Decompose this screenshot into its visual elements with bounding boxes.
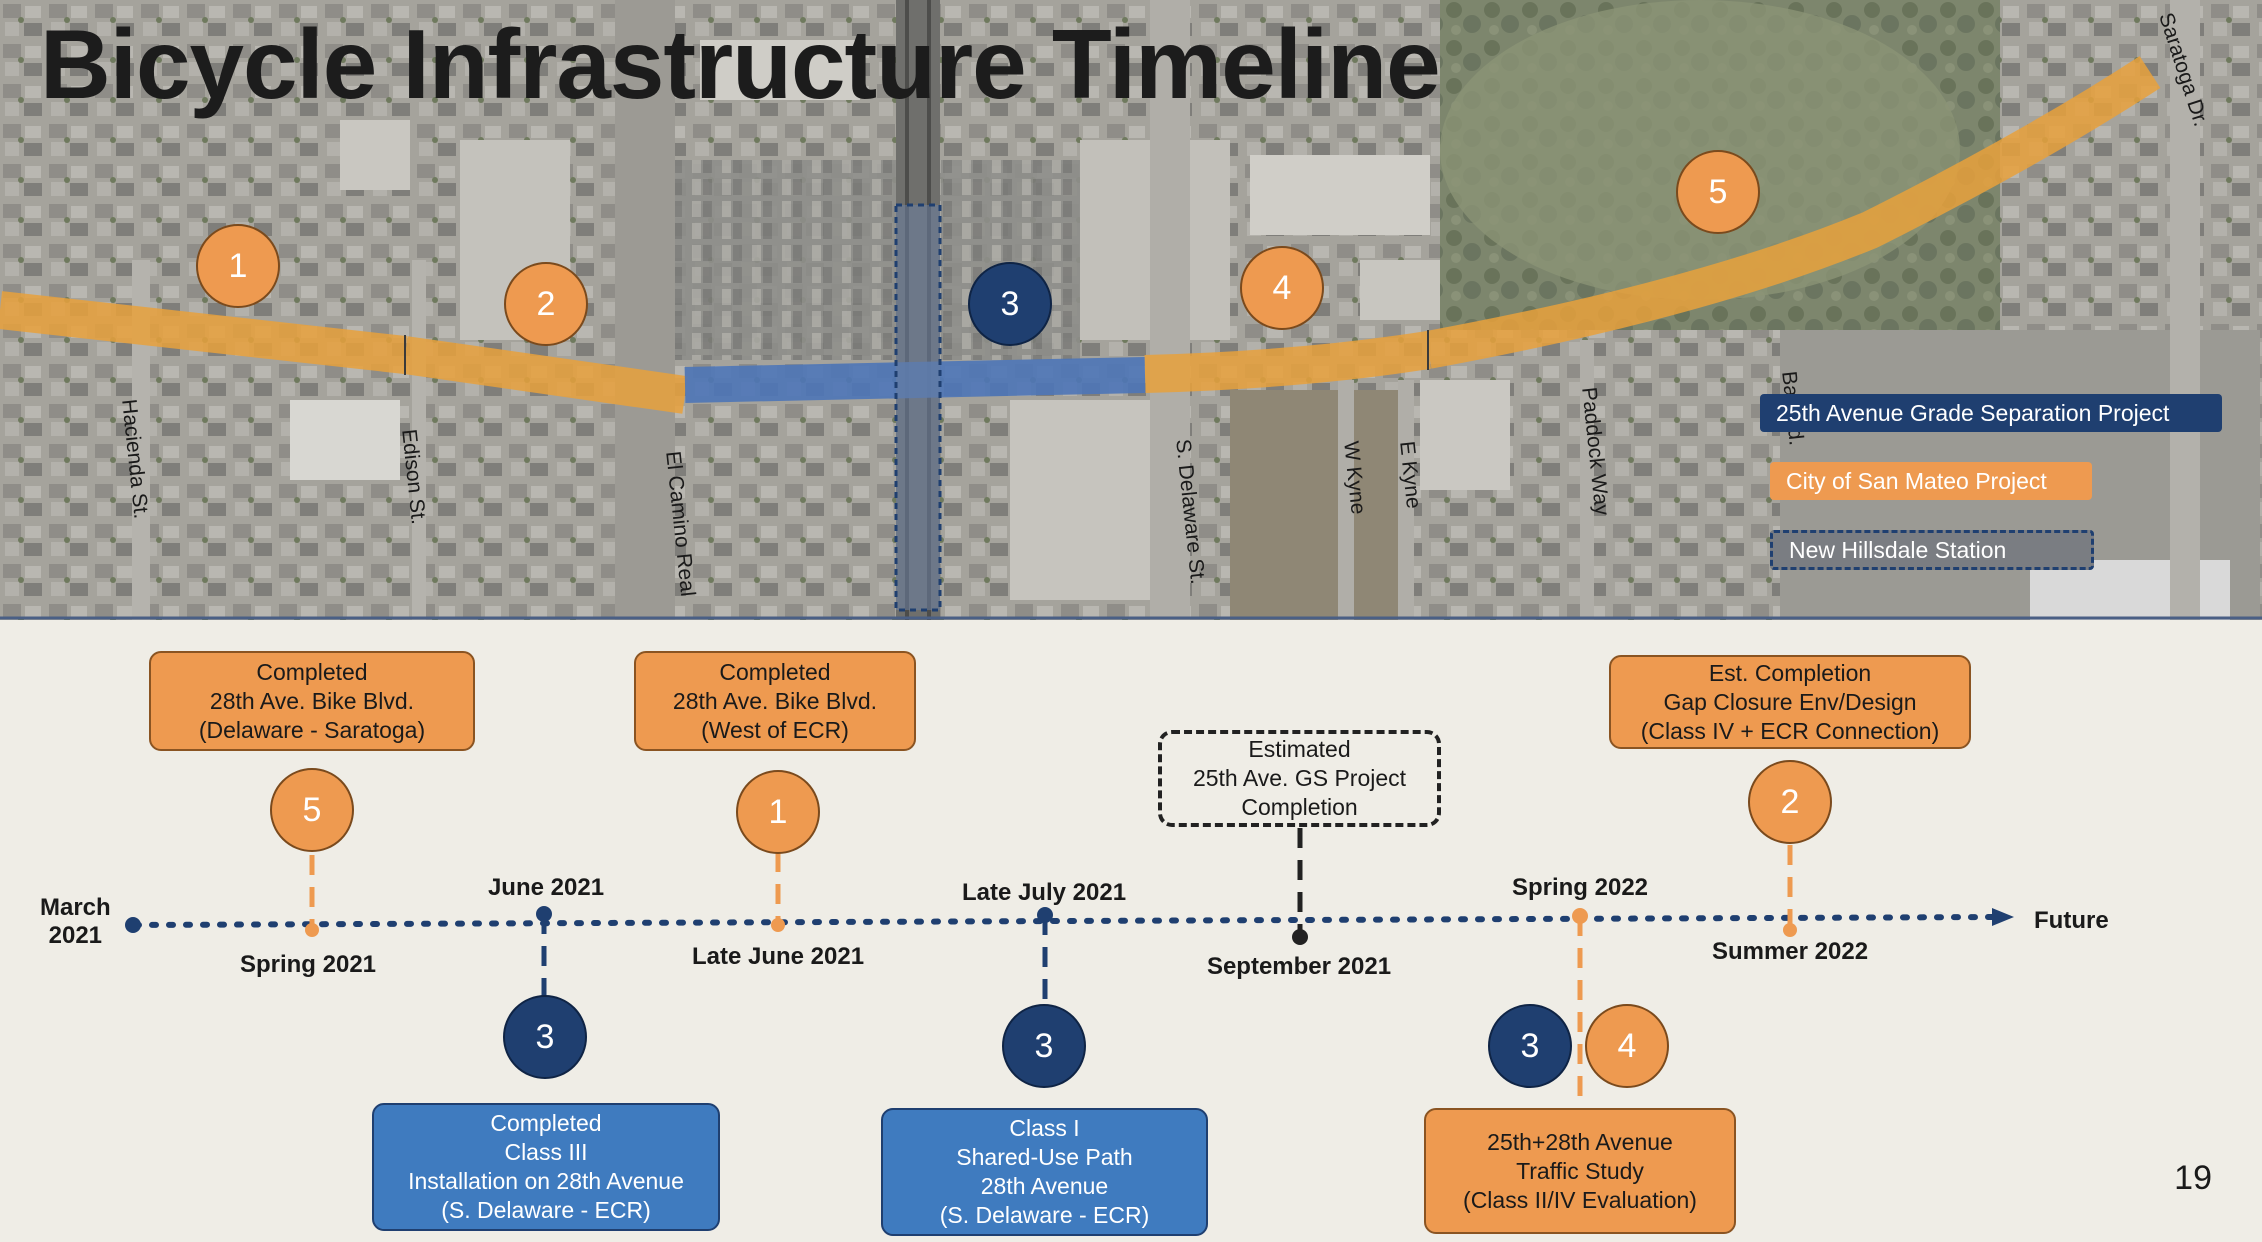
- milestone-label: Spring 2021: [240, 951, 376, 979]
- card-line: Class III: [504, 1138, 587, 1167]
- new-station-outline: [896, 205, 940, 610]
- card-gs-project-completion: Estimated 25th Ave. GS Project Completio…: [1158, 730, 1441, 827]
- map-pin-1: 1: [196, 224, 280, 308]
- legend-label: City of San Mateo Project: [1786, 468, 2047, 495]
- timeline-badge-3: 3: [503, 995, 587, 1079]
- card-line: 28th Ave. Bike Blvd.: [673, 687, 877, 716]
- timeline-axis: [135, 917, 1995, 925]
- card-delaware-saratoga: Completed 28th Ave. Bike Blvd. (Delaware…: [149, 651, 475, 751]
- milestone-label: June 2021: [488, 874, 604, 902]
- map-pin-5: 5: [1676, 150, 1760, 234]
- card-class-i: Class I Shared-Use Path 28th Avenue (S. …: [881, 1108, 1208, 1236]
- timeline-start-dot: [125, 917, 141, 933]
- legend-grade-separation: 25th Avenue Grade Separation Project: [1760, 394, 2222, 432]
- map-pin-2: 2: [504, 262, 588, 346]
- card-line: Installation on 28th Avenue: [408, 1167, 684, 1196]
- card-line: Shared-Use Path: [956, 1143, 1132, 1172]
- legend-label: 25th Avenue Grade Separation Project: [1776, 400, 2169, 427]
- card-line: (S. Delaware - ECR): [940, 1201, 1150, 1230]
- card-gap-closure: Est. Completion Gap Closure Env/Design (…: [1609, 655, 1971, 749]
- timeline-badge-3: 3: [1488, 1004, 1572, 1088]
- card-line: Traffic Study: [1516, 1157, 1644, 1186]
- page-title: Bicycle Infrastructure Timeline: [40, 8, 1440, 121]
- milestone-dot: [305, 923, 319, 937]
- card-line: Class I: [1009, 1114, 1079, 1143]
- card-line: 28th Avenue: [981, 1172, 1108, 1201]
- card-line: (Class IV + ECR Connection): [1641, 717, 1939, 746]
- timeline-badge-4: 4: [1585, 1004, 1669, 1088]
- card-line: 28th Ave. Bike Blvd.: [210, 687, 414, 716]
- milestone-label: Summer 2022: [1712, 938, 1868, 966]
- map-pin-4: 4: [1240, 246, 1324, 330]
- legend-new-station: New Hillsdale Station: [1770, 530, 2094, 570]
- card-line: Completed: [256, 658, 367, 687]
- card-line: 25th+28th Avenue: [1487, 1128, 1673, 1157]
- milestone-label: Late June 2021: [692, 943, 864, 971]
- timeline-end-label: Future: [2034, 907, 2109, 935]
- card-traffic-study: 25th+28th Avenue Traffic Study (Class II…: [1424, 1108, 1736, 1234]
- milestone-label: Spring 2022: [1512, 874, 1648, 902]
- card-line: Est. Completion: [1709, 659, 1871, 688]
- card-class-iii: Completed Class III Installation on 28th…: [372, 1103, 720, 1231]
- map-pin-3: 3: [968, 262, 1052, 346]
- legend-city-san-mateo: City of San Mateo Project: [1770, 462, 2092, 500]
- milestone-dot: [1037, 907, 1053, 923]
- milestone-label: Late July 2021: [962, 879, 1126, 907]
- timeline-badge-1: 1: [736, 770, 820, 854]
- timeline-badge-3: 3: [1002, 1004, 1086, 1088]
- card-west-of-ecr: Completed 28th Ave. Bike Blvd. (West of …: [634, 651, 916, 751]
- card-line: (Class II/IV Evaluation): [1463, 1186, 1697, 1215]
- card-line: (Delaware - Saratoga): [199, 716, 425, 745]
- card-line: Gap Closure Env/Design: [1663, 688, 1916, 717]
- milestone-dot: [536, 906, 552, 922]
- card-line: Completed: [490, 1109, 601, 1138]
- milestone-dot: [1292, 929, 1308, 945]
- card-line: 25th Ave. GS Project: [1193, 764, 1406, 793]
- timeline-start-label: March 2021: [40, 894, 111, 950]
- timeline-badge-5: 5: [270, 768, 354, 852]
- card-line: Completion: [1241, 793, 1357, 822]
- card-line: Completed: [719, 658, 830, 687]
- milestone-dot: [1572, 908, 1588, 924]
- legend-label: New Hillsdale Station: [1789, 537, 2006, 564]
- card-line: (S. Delaware - ECR): [441, 1196, 651, 1225]
- timeline-arrow: [1992, 908, 2014, 926]
- milestone-dot: [771, 918, 785, 932]
- page-number: 19: [2174, 1159, 2212, 1198]
- card-line: (West of ECR): [701, 716, 849, 745]
- timeline-badge-2: 2: [1748, 760, 1832, 844]
- milestone-label: September 2021: [1207, 953, 1391, 981]
- route-segment-4: [1145, 350, 1428, 374]
- card-line: Estimated: [1248, 735, 1350, 764]
- milestone-dot: [1783, 923, 1797, 937]
